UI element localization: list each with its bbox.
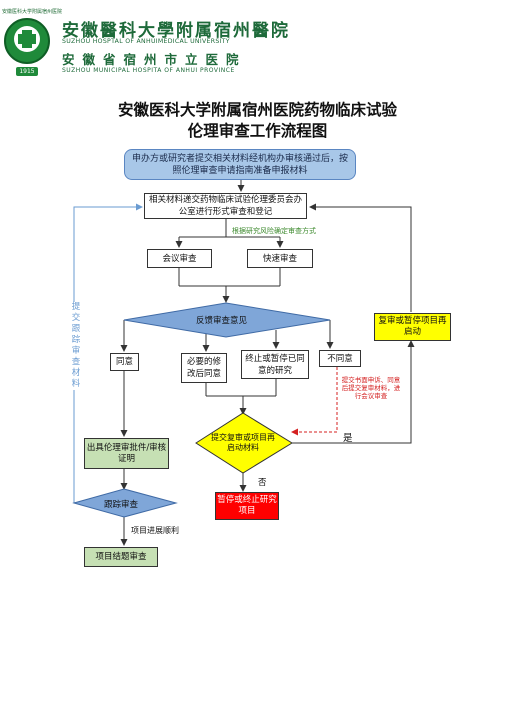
terminated-box: 终止或暂停已同意的研究 (241, 350, 309, 379)
logo-ring-text: 安徽医科大学附属宿州医院 (2, 9, 63, 15)
stop-box: 暂停或终止研究项目 (215, 492, 279, 520)
no-label: 否 (258, 478, 267, 488)
final-review-box: 项目结题审查 (84, 547, 158, 567)
meeting-review-box: 会议审查 (147, 249, 212, 268)
modify-box: 必要的修改后同意 (181, 353, 227, 383)
progress-label: 项目进展顺利 (131, 526, 179, 535)
appeal-note: 提交书面申诉、同意后提交复审材料，进行会议审查 (341, 376, 401, 400)
hospital-name-en-2: SUZHOU MUNICIPAL HOSPITA OF ANHUI PROVIN… (62, 67, 235, 74)
track-label: 跟踪审查 (104, 500, 139, 510)
approval-box: 出具伦理审批件/审核证明 (84, 438, 169, 469)
resubmit-label: 提交复审或项目再启动材料 (211, 433, 275, 452)
page-title-line1: 安徽医科大学附属宿州医院药物临床试验 (117, 101, 397, 119)
resubmit-diamond-shape (195, 412, 293, 474)
risk-note: 根据研究风险确定审查方式 (232, 227, 316, 235)
agree-box: 同意 (110, 353, 139, 371)
yes-label: 是 (343, 433, 353, 444)
fast-review-box: 快速审查 (247, 249, 313, 268)
page-title-line2: 伦理审查工作流程图 (187, 122, 328, 140)
office-box: 相关材料递交药物临床试验伦理委员会办公室进行形式审查和登记 (144, 193, 307, 219)
hospital-name-cn: 安徽醫科大學附属宿州醫院 (62, 21, 290, 41)
logo-year: 1915 (16, 67, 38, 76)
logo-cross-bar-icon (18, 34, 36, 44)
track-submit-vertical-label: 提交跟踪审查材料 (69, 302, 83, 390)
restart-box: 复审或暂停项目再启动 (374, 313, 451, 341)
hospital-name-cn-2: 安徽省宿州市立医院 (62, 52, 247, 67)
hospital-name-en: SUZHOU HOSPTAL OF ANHUIMEDICAL UNIVERSIT… (62, 38, 230, 45)
track-diamond-shape (72, 488, 178, 518)
submit-box: 申办方或研究者提交相关材料经机构办审核通过后，按照伦理审查申请指南准备申报材料 (124, 149, 356, 180)
feedback-diamond-shape (123, 302, 331, 338)
disagree-box: 不同意 (319, 350, 361, 367)
feedback-label: 反馈审查意见 (196, 316, 248, 326)
